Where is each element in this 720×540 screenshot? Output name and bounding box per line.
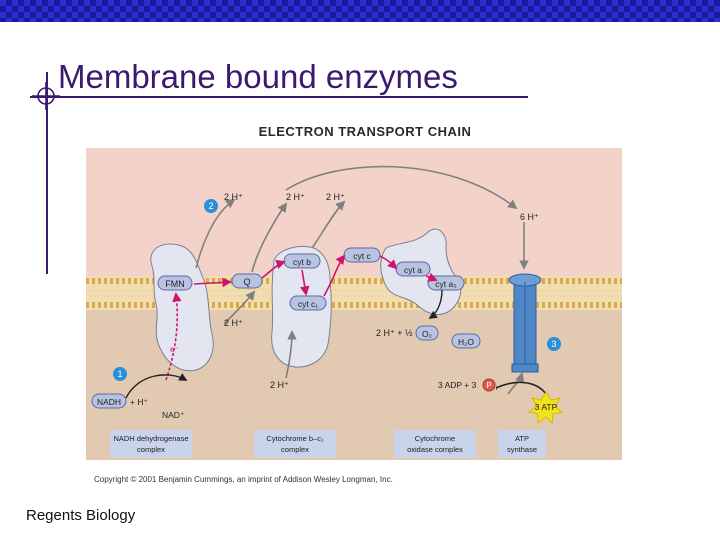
nadh-reaction-arrow xyxy=(125,373,188,399)
electron-path-3 xyxy=(261,259,286,279)
proton-arrow-3 xyxy=(311,200,346,249)
title-vertical-rule xyxy=(46,72,48,274)
step-number-2: 2 xyxy=(208,201,213,211)
step-badge-1 xyxy=(113,367,127,381)
proton-label-mid1: 2 H⁺ xyxy=(224,318,243,328)
copyright-strip xyxy=(86,466,622,490)
cyt-a-label: cyt a xyxy=(404,265,422,275)
h2o-label: H₂O xyxy=(458,337,474,347)
nadh-label: NADH xyxy=(97,397,121,407)
o2-carrier xyxy=(415,325,439,341)
q-carrier xyxy=(231,273,263,289)
diagram-title: ELECTRON TRANSPORT CHAIN xyxy=(258,124,472,139)
complex-2-line2: complex xyxy=(281,445,309,454)
title-underline xyxy=(30,96,528,98)
footer-text: Regents Biology xyxy=(26,507,136,524)
copyright-text: Copyright © 2001 Benjamin Cummings, an i… xyxy=(94,475,393,484)
proton-label-top1: 2 H⁺ xyxy=(224,192,243,202)
proton-arrow-7 xyxy=(285,330,297,379)
cyt-c1-label: cyt c₁ xyxy=(298,299,318,309)
proton-label-top2: 2 H⁺ xyxy=(286,192,305,202)
electron-label: e⁻ xyxy=(170,345,179,354)
complex-4-line2: synthase xyxy=(507,445,537,454)
slide-top-bar xyxy=(0,0,720,22)
cyt-c1-carrier xyxy=(289,295,327,311)
step-badge-3 xyxy=(547,337,561,351)
complex-1-line2: complex xyxy=(137,445,165,454)
proton-label-mid2: 2 H⁺ + ½ xyxy=(376,328,413,338)
cyt-c-label: cyt c xyxy=(353,251,371,261)
complex-3-line1: Cytochrome xyxy=(415,434,455,443)
fmn-carrier xyxy=(157,275,193,291)
electron-transport-chain-diagram: FMN Q cyt b cyt c₁ cyt c cyt a cyt a₃ 2 … xyxy=(86,148,622,490)
proton-arrow-2 xyxy=(251,202,288,273)
atp-burst-icon xyxy=(527,391,564,425)
electron-path-5 xyxy=(323,254,346,297)
atp-synthase xyxy=(508,273,542,373)
complex-box-4 xyxy=(498,430,546,458)
proton-arrow-1 xyxy=(195,198,236,269)
nad-label: NAD⁺ xyxy=(162,410,185,420)
complex-box-1 xyxy=(110,430,192,458)
proton-arrow-6 xyxy=(223,290,256,325)
electron-path-1 xyxy=(165,292,182,381)
atp-label: 3 ATP xyxy=(535,402,558,412)
complex-1-line1: NADH dehydrogenase xyxy=(113,434,188,443)
proton-arrow-4 xyxy=(285,165,518,210)
h2o-carrier xyxy=(451,333,481,349)
proton-label-six: 6 H⁺ xyxy=(520,212,539,222)
phosphate-circle xyxy=(482,378,496,392)
proton-label-bottom: 2 H⁺ xyxy=(270,380,289,390)
adp-label: 3 ADP + 3 xyxy=(438,380,477,390)
electron-path-4 xyxy=(300,269,310,296)
nadh-plus-label: + H⁺ xyxy=(130,397,148,407)
cyt-a3-label: cyt a₃ xyxy=(435,279,456,289)
phosphate-label: P xyxy=(486,381,491,390)
complex-4-line1: ATP xyxy=(515,434,529,443)
step-number-3: 3 xyxy=(551,339,556,349)
o2-label: O₂ xyxy=(422,329,432,339)
step-badge-2 xyxy=(204,199,218,213)
crosshair-icon xyxy=(32,82,60,110)
step-number-1: 1 xyxy=(117,369,122,379)
fmn-label: FMN xyxy=(165,279,185,289)
complex-box-3 xyxy=(394,430,476,458)
electron-path-8 xyxy=(428,289,443,319)
complex-2-line1: Cytochrome b–c₁ xyxy=(266,434,324,443)
nadh-carrier xyxy=(91,393,127,409)
slide-title: Membrane bound enzymes xyxy=(58,58,458,95)
electron-path-2 xyxy=(193,277,232,288)
proton-label-top3: 2 H⁺ xyxy=(326,192,345,202)
complex-box-2 xyxy=(254,430,336,458)
q-label: Q xyxy=(243,277,250,287)
cyt-b-label: cyt b xyxy=(293,257,311,267)
electron-path-6 xyxy=(379,255,398,270)
electron-path-7 xyxy=(425,272,438,282)
complex-3-line2: oxidase complex xyxy=(407,445,463,454)
phosphate-subscript: i xyxy=(496,386,497,392)
